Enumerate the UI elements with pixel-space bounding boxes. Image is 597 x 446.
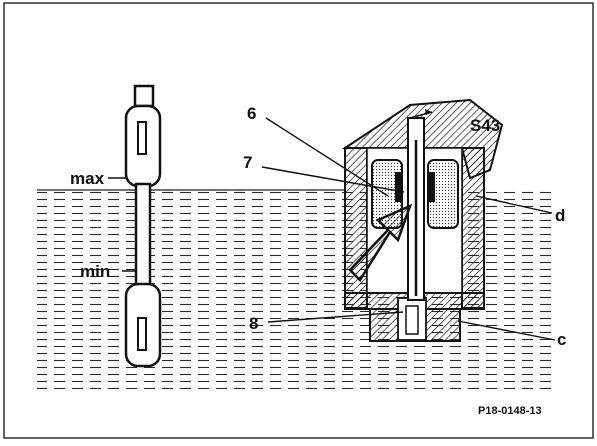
leader-c: [457, 320, 556, 341]
outer-border: [3, 2, 594, 439]
magnet-left: [395, 172, 403, 202]
part-8-label: 8: [249, 314, 258, 333]
switch-label: S43: [470, 116, 500, 135]
switch-arrow-head: [425, 109, 432, 115]
magnet-right: [427, 172, 435, 202]
leader-8: [267, 311, 404, 323]
max-label: max: [70, 169, 105, 188]
leader-7: [261, 166, 405, 193]
min-label: min: [80, 262, 110, 281]
part-6-label: 6: [247, 104, 256, 123]
part-7-label: 7: [243, 153, 252, 172]
figure-code: P18-0148-13: [478, 405, 542, 417]
leader-6: [265, 117, 389, 197]
leader-d: [475, 195, 553, 214]
flow-arrow: [348, 203, 413, 282]
part-d-label: d: [555, 206, 565, 225]
part-c-label: c: [557, 330, 566, 349]
dipstick: [124, 84, 162, 368]
